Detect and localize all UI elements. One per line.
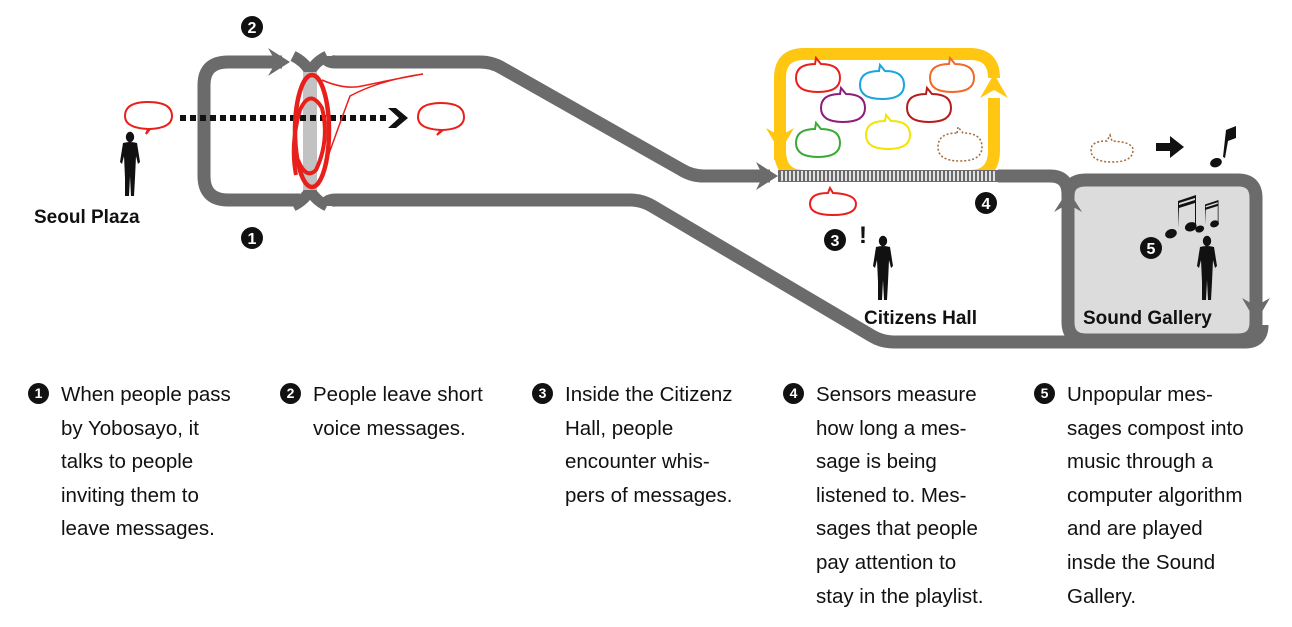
step-marker-5: 5 bbox=[1140, 237, 1162, 259]
legend-text: Sensors measure how long a mes- sage is … bbox=[816, 383, 984, 608]
svg-text:1: 1 bbox=[248, 231, 257, 248]
speech-bubble-dark-red bbox=[905, 85, 953, 124]
voice-capture-swirl bbox=[291, 72, 424, 190]
step-badge: 2 bbox=[280, 383, 301, 404]
legend-item-5: 5 Unpopular mes- sages compost into musi… bbox=[1034, 378, 1244, 613]
arrow-right-icon bbox=[268, 48, 290, 76]
step-badge: 5 bbox=[1034, 383, 1055, 404]
svg-text:4: 4 bbox=[982, 196, 991, 213]
yobosayo-flow-diagram: Seoul Plaza Citizens Hall Sound Gallery … bbox=[34, 16, 1270, 349]
svg-text:5: 5 bbox=[1147, 241, 1156, 258]
speech-bubble-yellow bbox=[864, 112, 912, 151]
step-marker-2: 2 bbox=[241, 16, 263, 38]
step-badge: 4 bbox=[783, 383, 804, 404]
svg-text:3: 3 bbox=[831, 233, 840, 250]
svg-text:2: 2 bbox=[248, 20, 257, 37]
arrow-down-icon bbox=[766, 128, 794, 152]
step-badge: 1 bbox=[28, 383, 49, 404]
arrow-up-icon bbox=[980, 74, 1008, 98]
speech-bubble-orange bbox=[928, 55, 976, 94]
music-note-icon bbox=[1210, 126, 1236, 168]
step-badge: 3 bbox=[532, 383, 553, 404]
legend-text: People leave short voice messages. bbox=[313, 383, 483, 440]
speech-bubble-red bbox=[794, 55, 842, 94]
legend-text: When people pass by Yobosayo, it talks t… bbox=[61, 383, 231, 541]
message-flow-arrow bbox=[180, 108, 408, 128]
attention-exclaim: ! bbox=[859, 222, 867, 249]
sound-gallery-label: Sound Gallery bbox=[1083, 308, 1212, 329]
speech-bubble-green bbox=[794, 120, 842, 159]
legend-text: Inside the Citizenz Hall, people encount… bbox=[565, 383, 733, 507]
legend-item-1: 1 When people pass by Yobosayo, it talks… bbox=[28, 378, 231, 546]
step-marker-4: 4 bbox=[975, 192, 997, 214]
sound-gallery-zone bbox=[1054, 173, 1270, 347]
arrow-down-icon bbox=[1242, 298, 1270, 322]
arrow-right-icon bbox=[1156, 136, 1184, 158]
speech-bubble-icon bbox=[416, 101, 466, 136]
legend-text: Unpopular mes- sages compost into music … bbox=[1067, 383, 1244, 608]
person-silhouette-icon bbox=[873, 235, 893, 300]
speech-bubble-icon bbox=[123, 100, 174, 135]
speech-bubble-blue bbox=[858, 62, 906, 101]
legend-item-2: 2 People leave short voice messages. bbox=[280, 378, 483, 445]
person-silhouette-icon bbox=[120, 131, 140, 196]
citizens-hall-label: Citizens Hall bbox=[864, 308, 977, 329]
speech-bubble-faded bbox=[937, 125, 983, 162]
seoul-plaza-label: Seoul Plaza bbox=[34, 207, 140, 228]
step-marker-3: 3 bbox=[824, 229, 846, 251]
entrance-loop bbox=[197, 48, 330, 211]
chevron-right-icon bbox=[388, 108, 408, 128]
speech-bubble-icon bbox=[808, 185, 858, 217]
faded-message-icon bbox=[1090, 133, 1134, 163]
upper-path bbox=[319, 54, 778, 190]
legend-item-3: 3 Inside the Citizenz Hall, people encou… bbox=[532, 378, 733, 512]
arrow-up-icon bbox=[1054, 190, 1082, 212]
step-marker-1: 1 bbox=[241, 227, 263, 249]
legend-item-4: 4 Sensors measure how long a mes- sage i… bbox=[783, 378, 984, 613]
speech-bubble-purple bbox=[819, 85, 867, 124]
citizens-hall-zone bbox=[766, 48, 1075, 206]
arrow-right-icon bbox=[756, 162, 778, 190]
